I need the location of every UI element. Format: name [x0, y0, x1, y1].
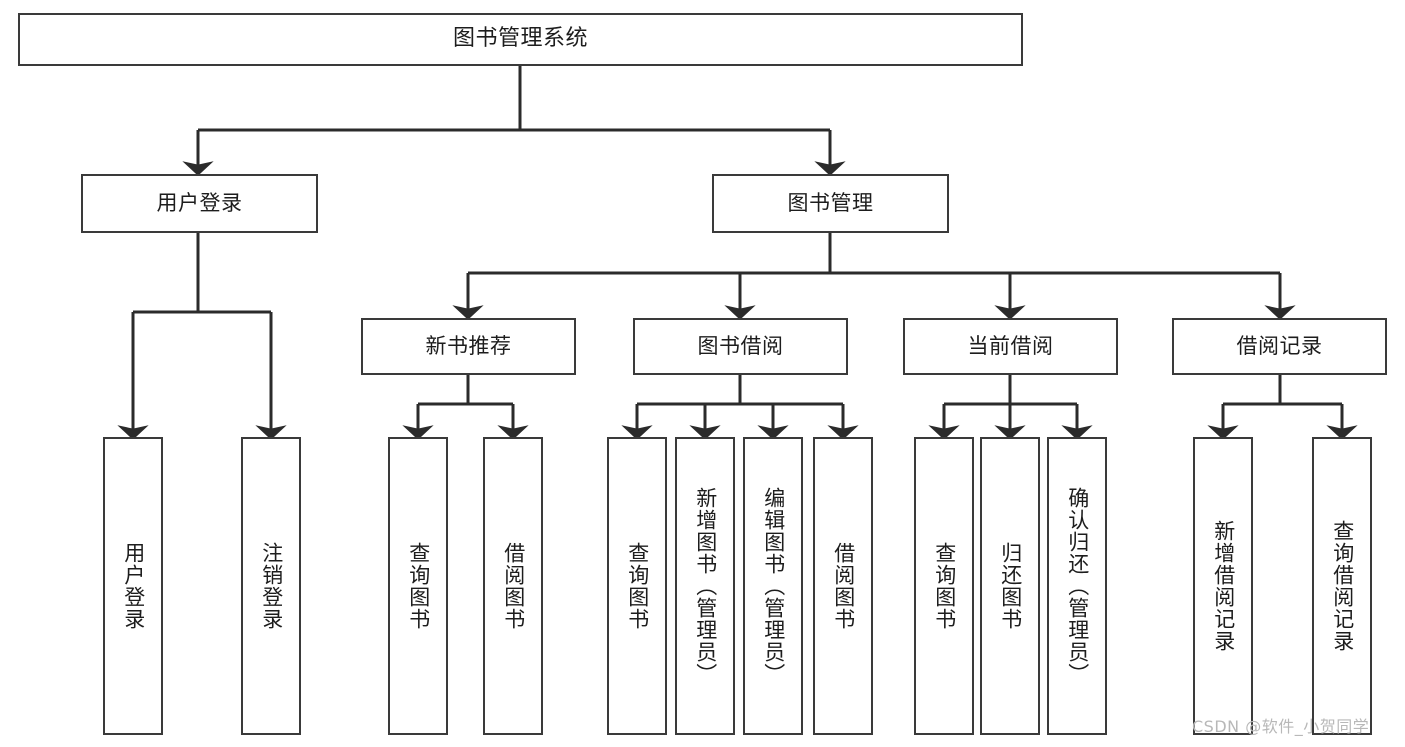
- node-book-manage[interactable]: 图书管理: [712, 174, 949, 233]
- node-root[interactable]: 图书管理系统: [18, 13, 1023, 66]
- node-leaf-return-book[interactable]: 归还图书: [980, 437, 1040, 735]
- node-current-borrow[interactable]: 当前借阅: [903, 318, 1118, 375]
- node-book-borrow[interactable]: 图书借阅: [633, 318, 848, 375]
- node-leaf-add-record-label: 新增借阅记录: [1211, 520, 1236, 652]
- node-leaf-edit-book-label: 编辑图书（管理员）: [761, 487, 786, 685]
- node-leaf-confirm-return[interactable]: 确认归还（管理员）: [1047, 437, 1107, 735]
- node-leaf-query-book-1[interactable]: 查询图书: [388, 437, 448, 735]
- node-book-manage-label: 图书管理: [787, 190, 874, 215]
- node-leaf-return-book-label: 归还图书: [998, 542, 1023, 630]
- node-leaf-add-book-label: 新增图书（管理员）: [693, 487, 718, 685]
- node-borrow-record-label: 借阅记录: [1236, 333, 1323, 358]
- node-borrow-record[interactable]: 借阅记录: [1172, 318, 1387, 375]
- node-leaf-borrow-book-1[interactable]: 借阅图书: [483, 437, 543, 735]
- node-user-login[interactable]: 用户登录: [81, 174, 318, 233]
- node-leaf-logout[interactable]: 注销登录: [241, 437, 301, 735]
- node-book-borrow-label: 图书借阅: [697, 333, 784, 358]
- node-leaf-borrow-book-2-label: 借阅图书: [831, 542, 856, 630]
- node-root-label: 图书管理系统: [452, 26, 588, 52]
- node-leaf-borrow-book-2[interactable]: 借阅图书: [813, 437, 873, 735]
- node-leaf-query-record-label: 查询借阅记录: [1330, 520, 1355, 652]
- node-new-book-rec[interactable]: 新书推荐: [361, 318, 576, 375]
- node-user-login-label: 用户登录: [156, 190, 243, 215]
- node-leaf-add-record[interactable]: 新增借阅记录: [1193, 437, 1253, 735]
- node-leaf-add-book[interactable]: 新增图书（管理员）: [675, 437, 735, 735]
- node-leaf-query-book-1-label: 查询图书: [406, 542, 431, 630]
- node-leaf-user-login-label: 用户登录: [121, 542, 146, 630]
- node-leaf-confirm-return-label: 确认归还（管理员）: [1065, 487, 1090, 685]
- node-leaf-query-book-3[interactable]: 查询图书: [914, 437, 974, 735]
- node-leaf-logout-label: 注销登录: [259, 542, 284, 630]
- node-leaf-borrow-book-1-label: 借阅图书: [501, 542, 526, 630]
- node-leaf-user-login[interactable]: 用户登录: [103, 437, 163, 735]
- node-leaf-query-book-2-label: 查询图书: [625, 542, 650, 630]
- node-leaf-edit-book[interactable]: 编辑图书（管理员）: [743, 437, 803, 735]
- node-leaf-query-book-3-label: 查询图书: [932, 542, 957, 630]
- node-leaf-query-record[interactable]: 查询借阅记录: [1312, 437, 1372, 735]
- node-current-borrow-label: 当前借阅: [967, 333, 1054, 358]
- node-new-book-rec-label: 新书推荐: [425, 333, 512, 358]
- node-leaf-query-book-2[interactable]: 查询图书: [607, 437, 667, 735]
